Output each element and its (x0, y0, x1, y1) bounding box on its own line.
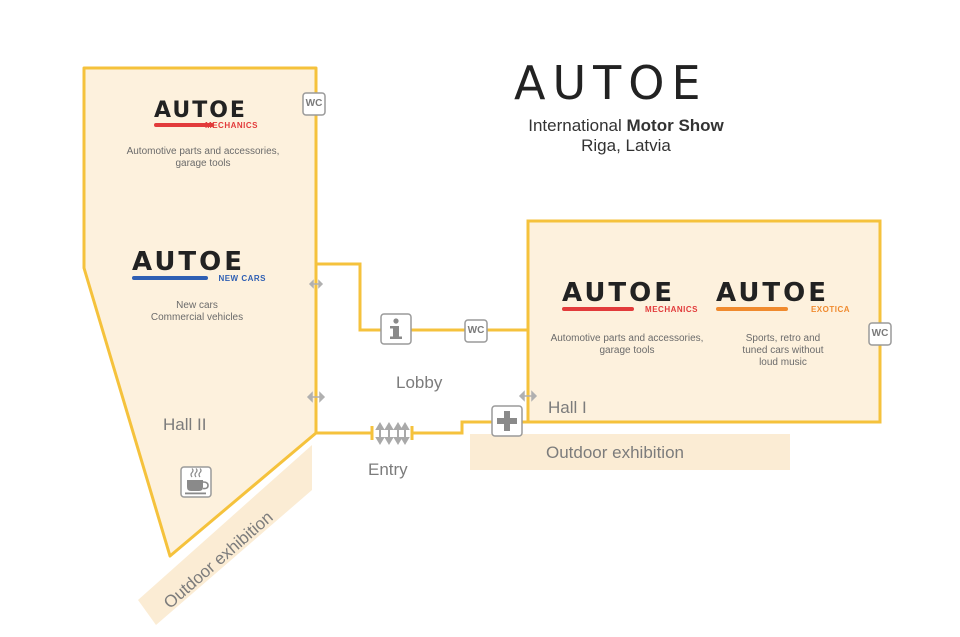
hall1-mechanics-bar (562, 307, 634, 311)
hall1-exotica-description: Sports, retro and tuned cars without lou… (742, 333, 824, 368)
tagline-bold: Motor Show (626, 116, 724, 135)
hall-2-label: Hall II (163, 415, 207, 434)
hall2-mechanics-logo: AUTOE MECHANICS (154, 99, 258, 130)
outdoor-exhibition-left-area (138, 445, 312, 625)
hall1-exotica-wordmark: AUTOE (716, 278, 830, 308)
hall2-mechanics-description: Automotive parts and accessories, garage… (126, 146, 280, 169)
wc-label-hall1: WC (871, 328, 889, 339)
hall1-exotica-bar (716, 307, 788, 311)
info-icon[interactable] (380, 313, 412, 345)
wc-icon-lobby[interactable] (464, 319, 488, 343)
door-arrow-hall1 (518, 390, 538, 402)
outdoor-exhibition-right-area (470, 434, 790, 470)
wc-icon-hall2[interactable] (302, 92, 326, 116)
wc-label-lobby: WC (467, 325, 485, 336)
hall-2-area (82, 66, 318, 558)
coffee-cup-icon[interactable] (180, 466, 212, 498)
hall1-mechanics-description: Automotive parts and accessories, garage… (550, 333, 704, 356)
wc-icon-hall1[interactable] (868, 322, 892, 346)
hall-1-label: Hall I (548, 398, 587, 417)
hall2-mechanics-sub: MECHANICS (205, 121, 258, 130)
hall2-mechanics-bar (154, 123, 214, 127)
hall2-newcars-logo: AUTOE NEW CARS (132, 248, 266, 283)
hall2-newcars-bar (132, 276, 208, 280)
door-arrow-hall2-lower (306, 391, 326, 403)
show-location: Riga, Latvia (581, 136, 671, 155)
door-arrow-hall2-upper (308, 279, 324, 289)
show-tagline: International Motor Show (528, 116, 724, 136)
hall-1-area (526, 219, 882, 424)
first-aid-icon[interactable] (491, 405, 523, 437)
wc-label-hall2: WC (305, 98, 323, 109)
main-brand-logo: AUTOE (514, 56, 708, 110)
hall2-mechanics-wordmark: AUTOE (154, 98, 247, 123)
hall2-newcars-description: New cars Commercial vehicles (150, 300, 244, 323)
main-brand-wordmark: AUTOE (514, 56, 708, 110)
entry-label: Entry (368, 460, 408, 479)
lobby-label: Lobby (396, 373, 443, 392)
tagline-prefix: International (528, 116, 627, 135)
hall1-mechanics-sub: MECHANICS (645, 305, 698, 314)
hall2-newcars-sub: NEW CARS (218, 274, 266, 283)
hall1-mechanics-logo: AUTOE MECHANICS (562, 279, 698, 314)
hall1-mechanics-wordmark: AUTOE (562, 278, 676, 308)
outdoor-exhibition-right-label: Outdoor exhibition (546, 443, 684, 462)
hall1-exotica-logo: AUTOE EXOTICA (716, 279, 850, 314)
hall2-newcars-wordmark: AUTOE (132, 247, 246, 277)
entry-doors[interactable] (370, 422, 414, 445)
hall1-exotica-sub: EXOTICA (810, 305, 850, 314)
lobby-wall-top (316, 262, 528, 332)
